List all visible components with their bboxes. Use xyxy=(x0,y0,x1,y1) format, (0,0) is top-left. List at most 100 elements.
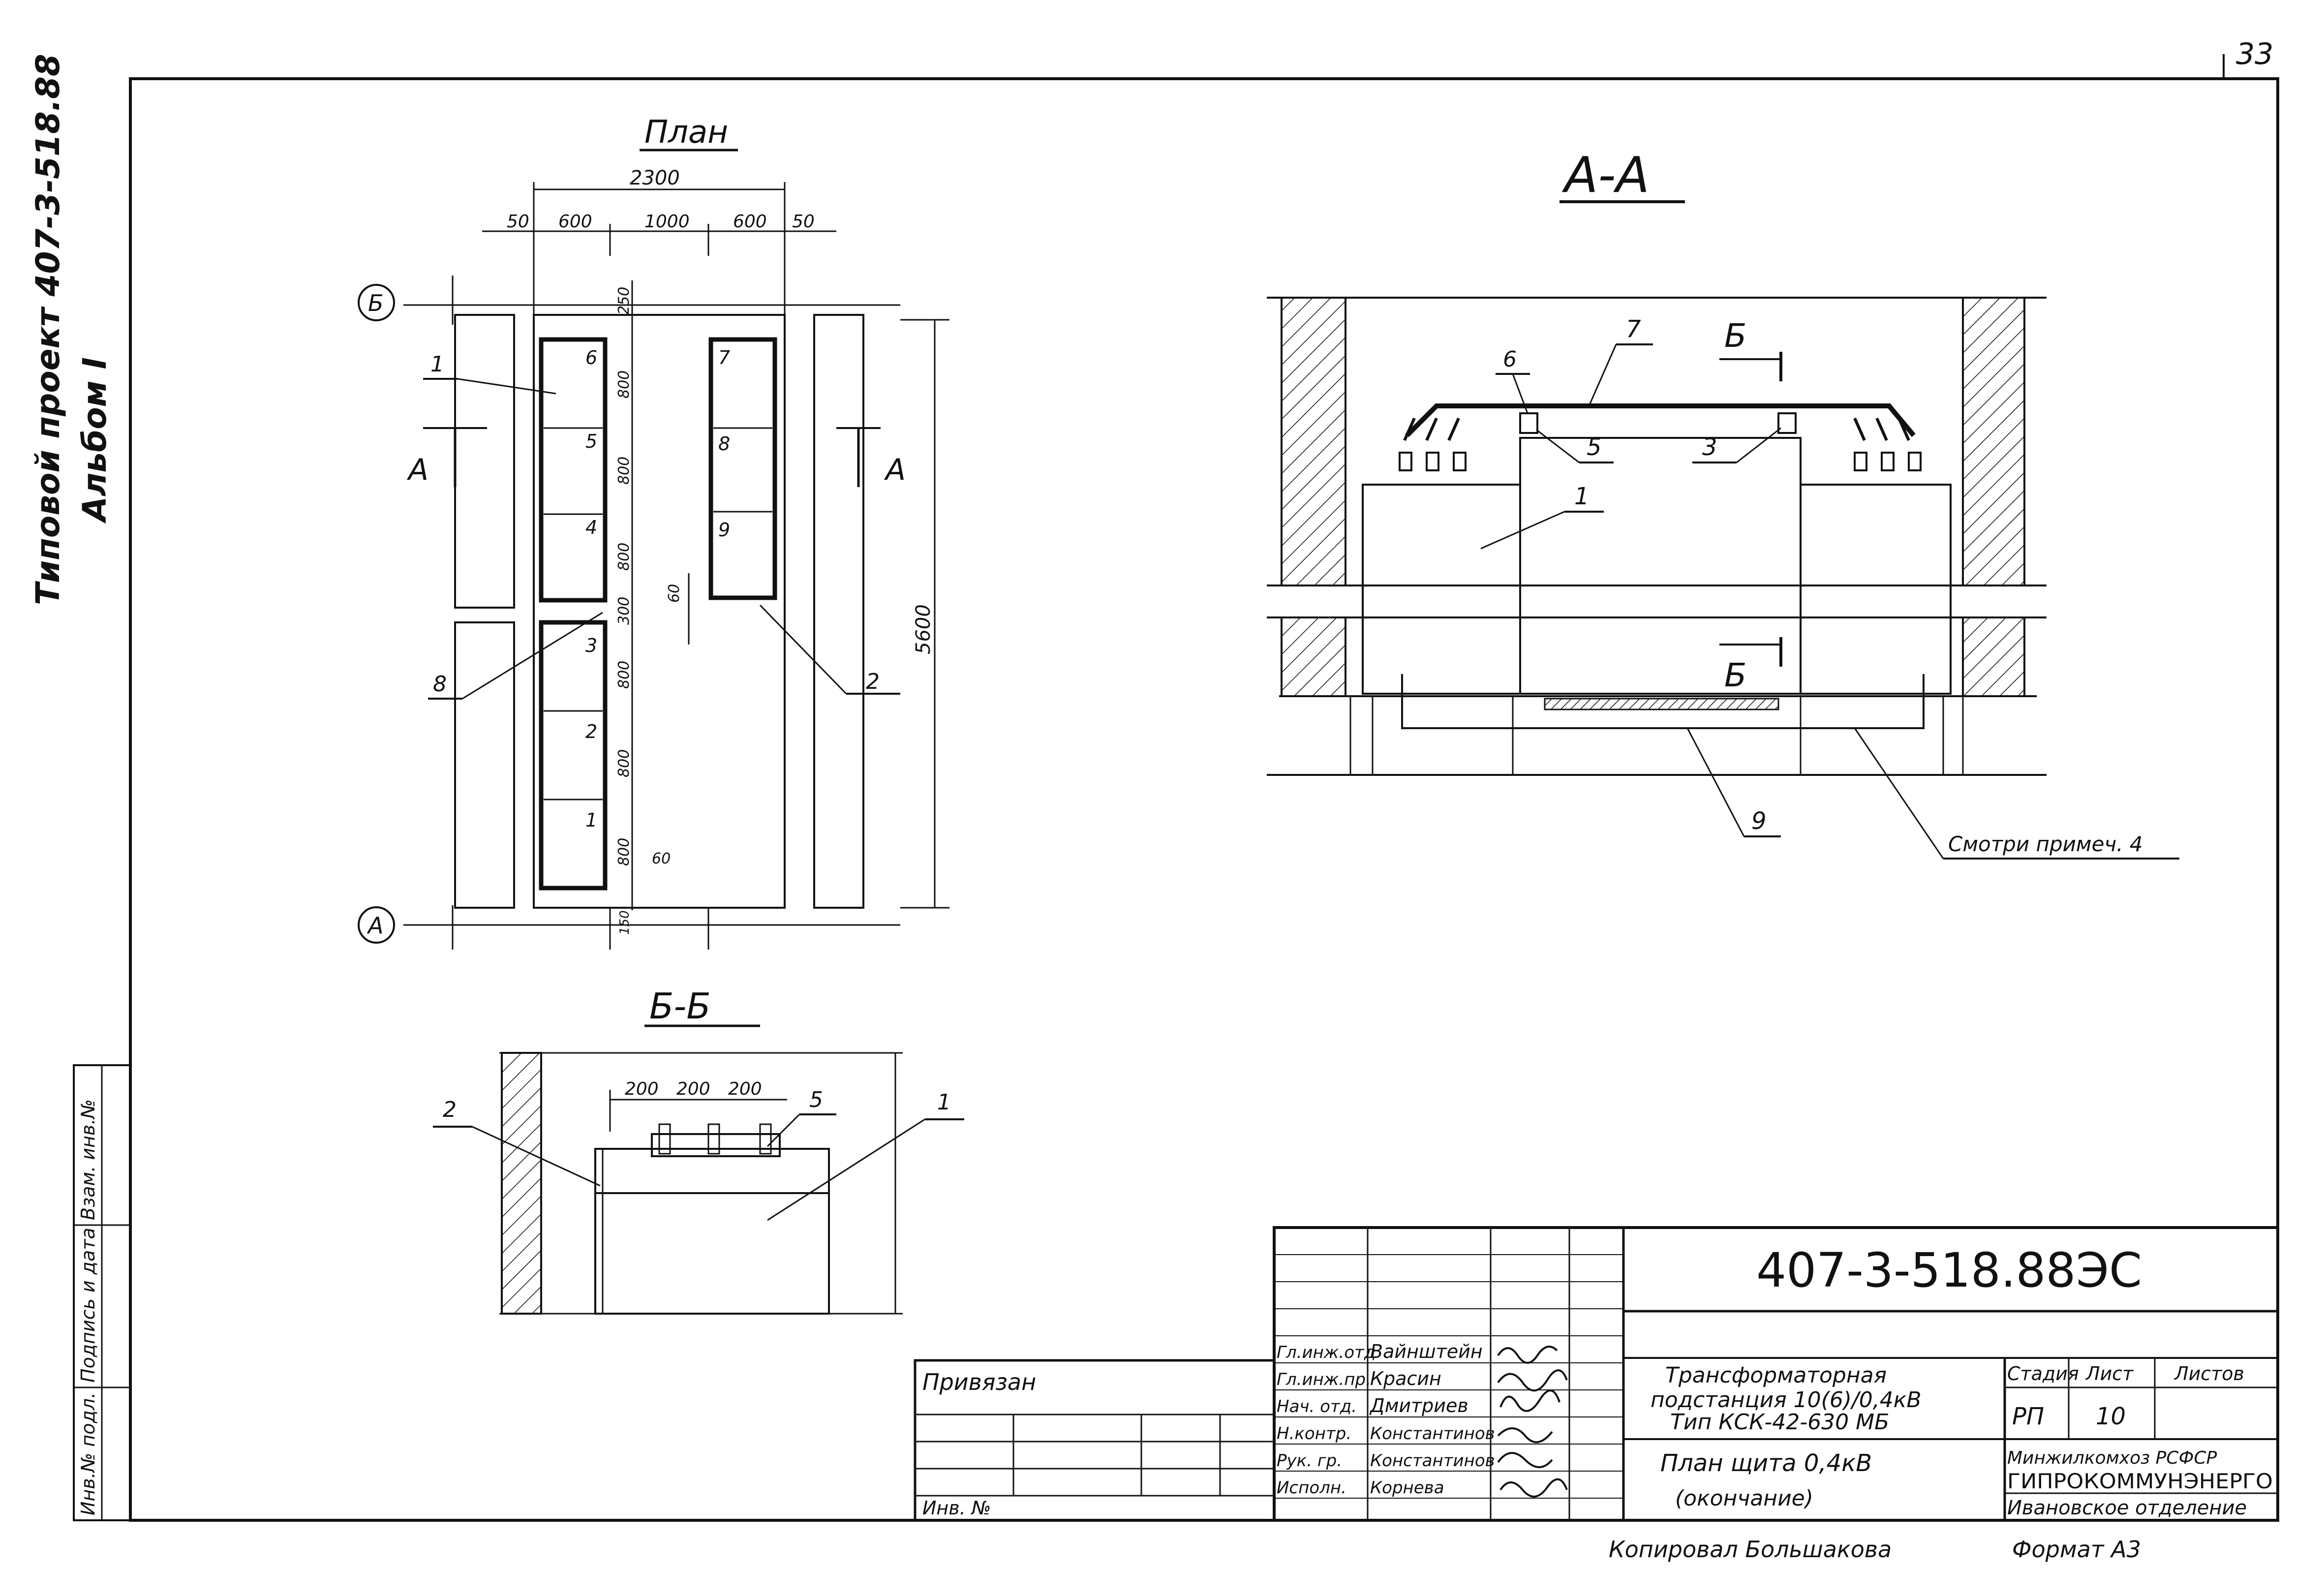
panel-number-5: 5 xyxy=(585,431,597,452)
vdim-800-a: 800 xyxy=(615,370,633,399)
plan-view: План 2300 50 600 1000 600 50 Б А xyxy=(358,114,949,950)
role-1: Гл.инж.пр. xyxy=(1277,1370,1371,1389)
section-bb: Б-Б 200 200 200 2 5 1 xyxy=(433,985,964,1315)
bb-wall-hatch xyxy=(501,1052,542,1315)
role-3: Н.контр. xyxy=(1277,1424,1351,1444)
bb-leader-2: 2 xyxy=(443,1097,457,1122)
org-line-3: Ивановское отделение xyxy=(2007,1497,2247,1519)
name-1: Красин xyxy=(1370,1368,1441,1389)
sheet-format: Формат А3 xyxy=(2012,1536,2141,1563)
project-title-line-3: Тип КСК-42-630 МБ xyxy=(1670,1410,1889,1435)
sheet-title-line-2: (окончание) xyxy=(1675,1486,1813,1511)
signatures xyxy=(1497,1346,1568,1498)
name-5: Корнева xyxy=(1370,1478,1444,1498)
aa-leader-7: 7 xyxy=(1626,315,1641,343)
role-5: Исполн. xyxy=(1277,1478,1346,1498)
panel-number-2: 2 xyxy=(585,721,597,742)
org-line-2: ГИПРОКОММУНЭНЕРГО xyxy=(2007,1469,2273,1493)
plan-dim-50-left: 50 xyxy=(507,212,529,232)
aa-floor-cover xyxy=(1544,698,1779,710)
gap-dim-60: 60 xyxy=(666,584,683,603)
bb-dim-200-c: 200 xyxy=(728,1079,762,1099)
strip-label-inv: Инв.№ подл. xyxy=(77,1392,99,1515)
bb-dim-200-b: 200 xyxy=(676,1079,710,1099)
aa-leader-6: 6 xyxy=(1503,347,1517,372)
plan-leader-1: 1 xyxy=(430,352,444,377)
role-0: Гл.инж.отд xyxy=(1277,1343,1376,1362)
strip-label-signature: Подпись и дата xyxy=(77,1228,99,1383)
plan-dim-50-right: 50 xyxy=(792,212,815,232)
plan-dim-1000: 1000 xyxy=(644,212,690,232)
plan-section-mark-left: А xyxy=(406,453,428,487)
left-binding-strip: Инв.№ подл. Подпись и дата Взам. инв.№ xyxy=(73,1064,131,1521)
aa-wall-right-top xyxy=(1962,297,2025,586)
project-title-line-1: Трансформаторная xyxy=(1665,1363,1887,1388)
side-label-album: Альбом I xyxy=(76,357,114,524)
vdim-150: 150 xyxy=(617,910,632,935)
role-4: Рук. гр. xyxy=(1277,1451,1342,1471)
doc-suffix: ЭС xyxy=(2076,1243,2142,1298)
bb-leader-1: 1 xyxy=(937,1090,951,1115)
plan-dim-overall: 2300 xyxy=(630,167,680,189)
title-block: Привязан Инв. № Гл.инж.отд Гл.инж.пр. На… xyxy=(914,1226,2279,1522)
aa-wall-right-bottom xyxy=(1962,616,2025,697)
panel-number-3: 3 xyxy=(585,635,597,656)
panel-number-8: 8 xyxy=(718,433,730,455)
strip-label-replace: Взам. инв.№ xyxy=(77,1099,99,1220)
plan-dim-600-left: 600 xyxy=(558,212,592,232)
name-4: Константинов xyxy=(1370,1451,1495,1471)
aa-wall-left-top xyxy=(1281,297,1346,586)
copied-by: Копировал Большакова xyxy=(1609,1536,1892,1563)
doc-code: 407-3-518.88 xyxy=(1756,1243,2076,1298)
side-project-label: Типовой проект 407-3-518.88 Альбом I xyxy=(29,54,114,605)
panel-number-6: 6 xyxy=(585,347,597,369)
aa-leader-5: 5 xyxy=(1587,433,1602,461)
stage-value: РП xyxy=(2012,1403,2044,1430)
sheet-number: 10 xyxy=(2096,1403,2126,1430)
name-2: Дмитриев xyxy=(1369,1395,1468,1416)
inv-no-label: Инв. № xyxy=(922,1497,991,1519)
vdim-800-f: 800 xyxy=(615,838,633,866)
aa-leader-1: 1 xyxy=(1574,483,1590,510)
panel-number-7: 7 xyxy=(718,347,730,369)
aa-leader-9: 9 xyxy=(1751,807,1767,835)
vdim-60: 60 xyxy=(652,850,671,867)
aa-wall-left-bottom xyxy=(1281,616,1346,697)
side-label-project: Типовой проект 407-3-518.88 xyxy=(29,54,67,605)
section-aa-title: А-А xyxy=(1561,146,1650,204)
vdim-800-b: 800 xyxy=(615,457,633,485)
panel-number-1: 1 xyxy=(585,809,597,831)
plan-leader-2: 2 xyxy=(866,669,880,694)
plan-axis-a: А xyxy=(367,912,383,939)
plan-dim-height: 5600 xyxy=(912,604,935,654)
name-0: Вайнштейн xyxy=(1370,1341,1483,1362)
name-3: Константинов xyxy=(1370,1424,1495,1444)
plan-dim-600-right: 600 xyxy=(733,212,767,232)
page-number: 33 xyxy=(2236,37,2273,71)
aa-note: Смотри примеч. 4 xyxy=(1948,832,2143,856)
sheets-label: Листов xyxy=(2173,1363,2244,1384)
aa-cut-bottom: Б xyxy=(1724,656,1746,694)
aa-cut-top: Б xyxy=(1724,317,1746,355)
section-bb-title: Б-Б xyxy=(649,985,711,1027)
attached-label: Привязан xyxy=(922,1369,1036,1395)
bb-leader-5: 5 xyxy=(809,1087,823,1112)
vdim-300: 300 xyxy=(615,597,633,625)
role-2: Нач. отд. xyxy=(1277,1397,1357,1416)
vdim-800-e: 800 xyxy=(615,749,633,777)
panel-number-9: 9 xyxy=(718,519,730,541)
bb-dim-200-a: 200 xyxy=(625,1079,659,1099)
aa-leader-3: 3 xyxy=(1702,433,1717,461)
stage-label: Стадия xyxy=(2007,1363,2079,1384)
project-title-line-2: подстанция 10(6)/0,4кВ xyxy=(1651,1387,1922,1413)
vdim-250: 250 xyxy=(615,287,633,315)
panel-number-4: 4 xyxy=(585,517,597,538)
plan-title: План xyxy=(644,114,728,151)
plan-leader-8: 8 xyxy=(433,672,447,697)
sheet-label: Лист xyxy=(2085,1363,2134,1384)
section-aa: А-А xyxy=(1267,146,2179,860)
vdim-800-c: 800 xyxy=(615,543,633,571)
sheet-title-line-1: План щита 0,4кВ xyxy=(1660,1449,1872,1477)
org-line-1: Минжилкомхоз РСФСР xyxy=(2007,1448,2217,1468)
